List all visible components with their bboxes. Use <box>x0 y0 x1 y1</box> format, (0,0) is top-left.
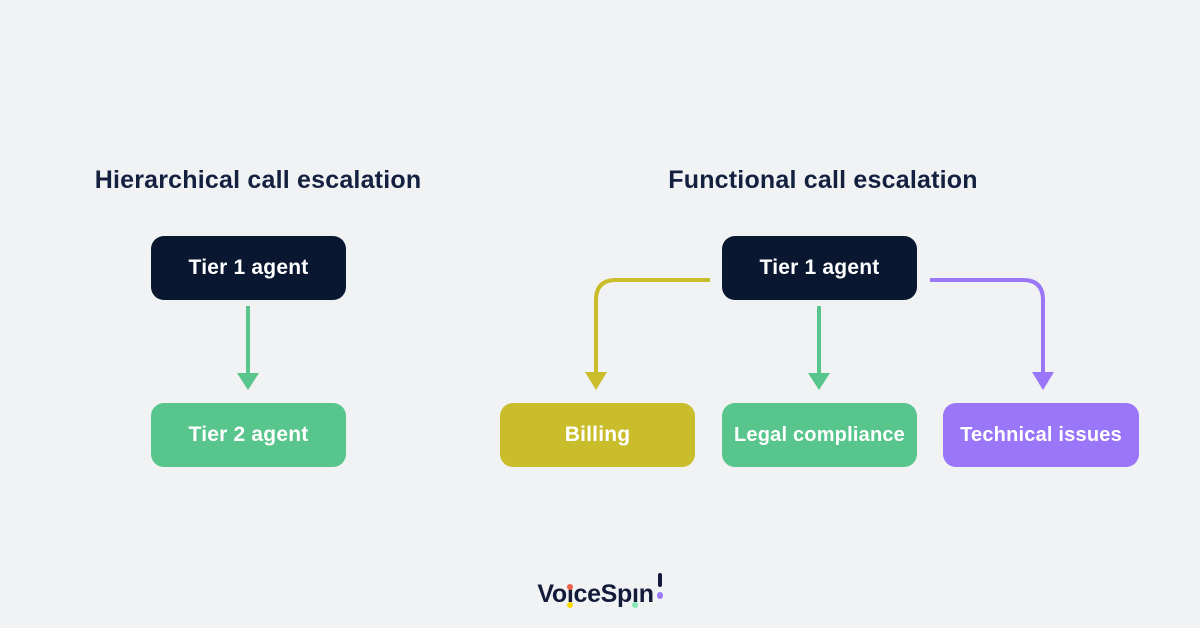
right-panel-title: Functional call escalation <box>668 166 978 194</box>
node-technical-issues: Technical issues <box>943 403 1139 467</box>
node-tier1-agent-left: Tier 1 agent <box>151 236 346 300</box>
left-panel-title: Hierarchical call escalation <box>94 166 422 194</box>
logo-dotted-i-red-yellow: ı <box>567 577 574 611</box>
voicespin-logo: VoıceSpın <box>537 568 664 608</box>
arrow-tier1-to-technical <box>930 278 1054 390</box>
logo-text-part2: ceSp <box>573 580 633 608</box>
footer: VoıceSpın <box>0 568 1200 608</box>
logo-text-part3: n <box>638 580 654 608</box>
node-tier1-agent-right: Tier 1 agent <box>722 236 917 300</box>
node-legal-compliance: Legal compliance <box>722 403 917 467</box>
arrow-tier1-to-billing <box>585 278 710 390</box>
logo-text-part1: Vo <box>537 580 567 608</box>
node-billing: Billing <box>500 403 695 467</box>
node-tier2-agent: Tier 2 agent <box>151 403 346 467</box>
arrow-tier1-to-tier2 <box>237 306 259 390</box>
logo-exclamation-icon <box>656 568 664 602</box>
logo-dotted-i-mint: ı <box>632 577 639 611</box>
arrow-tier1-to-legal <box>808 306 830 390</box>
